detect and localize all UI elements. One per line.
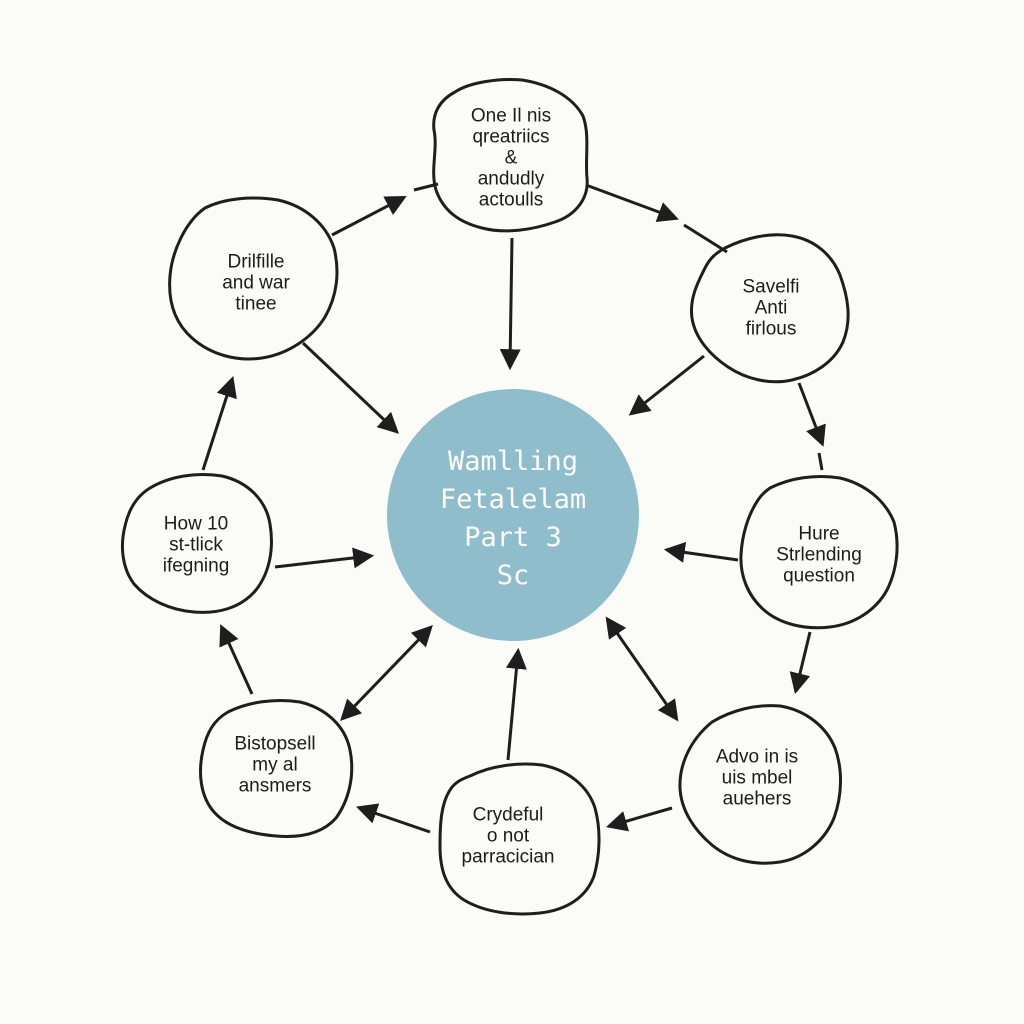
node-lower-right-blob [678, 704, 843, 865]
arrow-bottom-to-lower-left [356, 803, 431, 834]
node-bottom-line-1: Crydeful [472, 804, 544, 826]
node-upper-left-line-3: tinee [235, 293, 277, 315]
node-lower-left-blob [199, 698, 354, 838]
node-upper-left-label: Drilfille and war tinee [222, 252, 290, 315]
arrow-right-to-center [663, 541, 739, 563]
arrow-lower-left-to-left [219, 624, 254, 695]
arrow-top-to-upper-right [585, 183, 679, 223]
arrow-left-to-center [274, 547, 375, 569]
node-right-blob [739, 474, 899, 630]
node-top-line-5: actoulls [478, 189, 544, 211]
node-left-line-3: ifegning [162, 555, 230, 577]
node-left-blob [120, 473, 273, 614]
node-upper-right-line-1: Savelfi [742, 276, 800, 298]
center-circle [387, 389, 639, 641]
node-left-line-2: st-tlick [169, 534, 223, 556]
node-lower-right-line-1: Advo in is [715, 746, 799, 768]
arrow-upper-left-to-top [331, 196, 407, 237]
node-upper-left-blob [168, 196, 339, 361]
arrow-top-to-upper-right-tail [683, 223, 728, 254]
arrow-lower-right-to-bottom [605, 806, 673, 832]
center-label-line-3: Part 3 [464, 522, 562, 553]
arrow-center-lower-left-bidirectional [340, 624, 433, 722]
node-lower-right-label: Advo in is uis mbel auehers [716, 747, 798, 810]
node-top-label: One Il nis qreatriics & andudly actoulls [471, 106, 551, 211]
node-top-line-3: & [504, 147, 518, 169]
arrow-upper-right-to-right-tail [817, 452, 824, 471]
node-right-line-2: Strlending [776, 544, 862, 566]
node-upper-right-line-2: Anti [754, 297, 788, 319]
node-upper-right-label: Savelfi Anti firlous [742, 277, 799, 340]
node-lower-left-label: Bistopsell my al ansmers [234, 734, 315, 797]
node-right-line-3: question [783, 565, 855, 587]
center-label-line-1: Wamlling [447, 446, 579, 477]
node-upper-left-line-2: and war [222, 272, 290, 294]
arrow-left-to-upper-left [201, 376, 237, 471]
node-right-line-1: Hure [798, 523, 840, 545]
center-label-line-2: Fetalelam [439, 484, 587, 515]
arrow-upper-left-to-center [301, 341, 400, 434]
node-lower-right-line-3: auehers [722, 788, 792, 810]
node-lower-left-line-3: ansmers [238, 775, 312, 797]
node-top-line-4: andudly [477, 168, 545, 190]
node-lower-right-line-2: uis mbel [721, 767, 793, 789]
node-bottom-line-2: o not [486, 825, 530, 847]
node-bottom-blob [438, 762, 601, 916]
node-top-blob [432, 78, 589, 233]
arrow-upper-left-to-top-tail [413, 182, 439, 192]
arrow-upper-right-to-center [628, 354, 705, 416]
arrow-top-to-center [499, 237, 521, 371]
arrow-right-to-lower-right [789, 631, 812, 695]
center-label-line-4: Sc [496, 560, 530, 591]
node-lower-left-line-1: Bistopsell [234, 733, 316, 755]
center-label: Wamlling Fetalelam Part 3 Sc [440, 443, 586, 595]
node-left-line-1: How 10 [163, 513, 229, 535]
node-bottom-line-3: parracician [461, 846, 555, 868]
node-top-line-1: One Il nis [470, 105, 552, 127]
arrow-bottom-to-center [505, 647, 527, 761]
node-right-label: Hure Strlending question [776, 524, 862, 587]
node-lower-left-line-2: my al [252, 754, 298, 776]
arrow-upper-right-to-right [797, 382, 826, 447]
node-upper-right-blob [689, 233, 850, 384]
node-top-line-2: qreatriics [472, 126, 550, 148]
node-bottom-label: Crydeful o not parracician [462, 805, 555, 868]
node-upper-left-line-1: Drilfille [227, 251, 285, 273]
arrow-center-lower-right-bidirectional [605, 616, 679, 722]
node-left-label: How 10 st-tlick ifegning [163, 514, 230, 577]
node-upper-right-line-3: firlous [745, 318, 797, 340]
